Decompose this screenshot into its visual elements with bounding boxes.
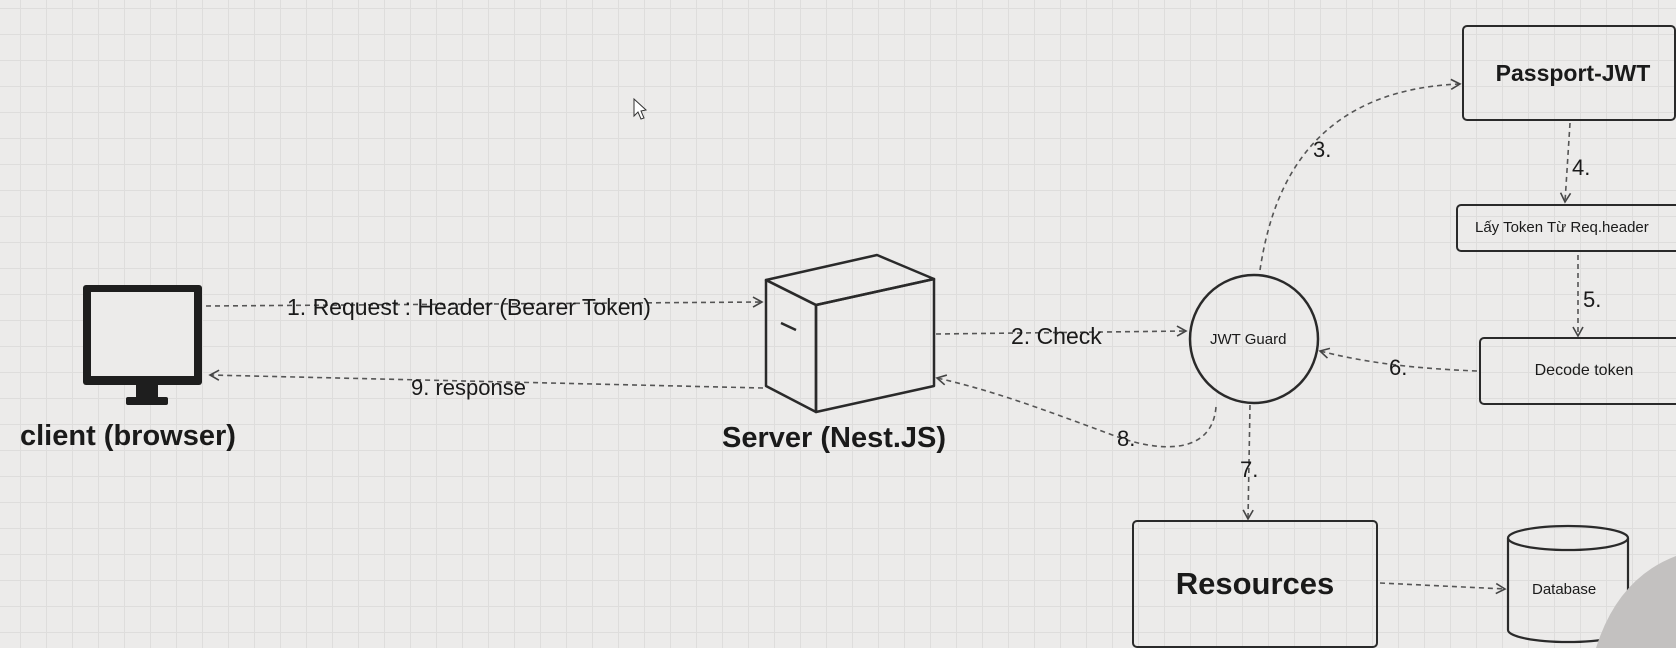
client-label: client (browser): [20, 420, 236, 452]
edge-7-label: 7.: [1240, 457, 1259, 482]
edge-4-line: [1559, 122, 1572, 204]
edge-8-line: [935, 374, 1217, 448]
edge-5-label: 5.: [1583, 287, 1602, 312]
edge-3-label: 3.: [1313, 137, 1332, 162]
edge-6-label: 6.: [1389, 355, 1408, 380]
resources-label: Resources: [1175, 566, 1335, 601]
edge-6-line: [1318, 347, 1478, 372]
server-cube-icon: [764, 253, 936, 414]
decode-token-label: Decode token: [1534, 362, 1634, 379]
edge-7-line: [1242, 404, 1254, 521]
passport-jwt-node: Passport-JWT: [1462, 25, 1676, 121]
corner-shadow: [1596, 556, 1676, 648]
edge-4-label: 4.: [1572, 155, 1591, 180]
passport-jwt-label: Passport-JWT: [1495, 59, 1651, 86]
jwt-guard-label: JWT Guard: [1210, 331, 1287, 348]
edge-3-line: [1259, 78, 1462, 271]
cursor-icon: [633, 97, 648, 120]
edge-9-label: 9. response: [411, 375, 526, 400]
database-label: Database: [1532, 581, 1597, 598]
monitor-icon: [83, 285, 202, 405]
decode-token-node: Decode token: [1479, 337, 1676, 405]
edge-1-line: [205, 296, 764, 308]
jwt-guard-node: [1188, 273, 1320, 405]
edge-2-label: 2. Check: [1011, 323, 1102, 349]
edge-8-label: 8.: [1117, 426, 1136, 451]
edge-resources-db-line: [1379, 582, 1507, 595]
edge-1-label: 1. Request : Header (Bearer Token): [287, 294, 651, 320]
resources-node: Resources: [1132, 520, 1378, 648]
edge-9-line: [208, 369, 764, 389]
server-label: Server (Nest.JS): [722, 422, 947, 454]
lay-token-label: Lấy Token Từ Req.header: [1475, 219, 1649, 236]
lay-token-node: Lấy Token Từ Req.header: [1456, 204, 1676, 252]
edge-2-line: [935, 325, 1188, 337]
